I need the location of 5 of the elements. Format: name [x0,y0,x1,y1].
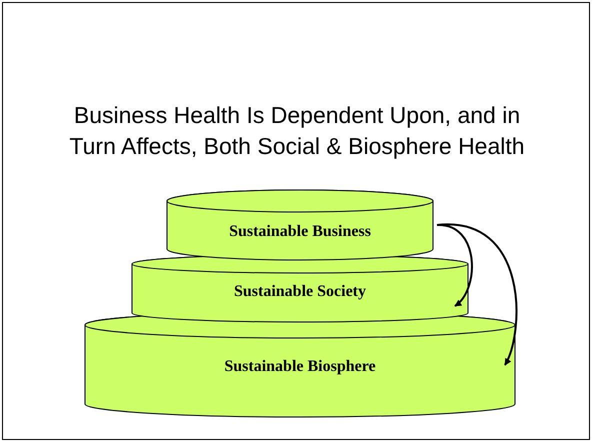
tier-label: Sustainable Business [229,223,371,241]
curved-arrow [437,224,518,366]
slide-title: Business Health Is Dependent Upon, and in Turn Affects, Both Social & Biosphere Health [68,101,526,161]
tier-label: Sustainable Biosphere [224,358,376,376]
tier-label: Sustainable Society [234,283,366,301]
